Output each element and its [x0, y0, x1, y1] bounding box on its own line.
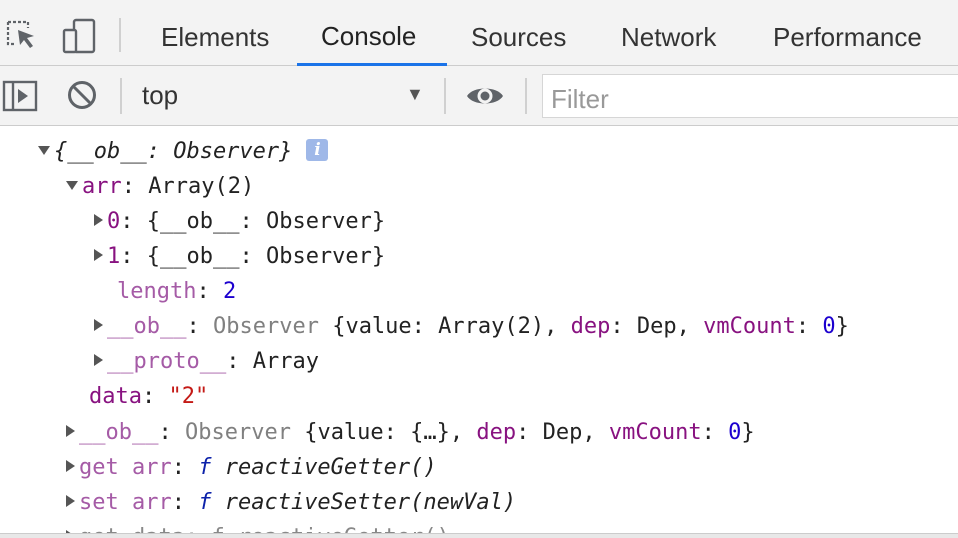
info-icon[interactable]: i [306, 139, 329, 161]
filter-input[interactable] [542, 74, 958, 118]
expand-triangle-icon[interactable] [66, 180, 78, 190]
tab-performance[interactable]: Performance [773, 22, 922, 52]
tab-network[interactable]: Network [621, 22, 717, 52]
show-sidebar-icon[interactable] [2, 78, 38, 114]
collapse-triangle-icon[interactable] [66, 460, 75, 472]
property-row: length: 2 [117, 279, 237, 304]
object-root-row[interactable]: {__ob__: Observer}i [38, 134, 329, 169]
devtools-tabbar: Elements Console Sources Network Perform… [0, 0, 958, 66]
tab-elements[interactable]: Elements [161, 22, 270, 52]
collapse-triangle-icon[interactable] [94, 249, 103, 261]
property-row[interactable]: arr: Array(2) [66, 169, 254, 204]
property-row[interactable]: set arr: f reactiveSetter(newVal) [66, 485, 516, 520]
toolbar-divider [444, 78, 446, 114]
property-row[interactable]: 1: {__ob__: Observer} [94, 239, 385, 274]
property-row-partial[interactable]: get data: f reactiveGetter() [66, 520, 450, 533]
device-toolbar-icon[interactable] [60, 16, 100, 56]
property-row[interactable]: __ob__: Observer {value: Array(2), dep: … [94, 309, 849, 344]
collapse-triangle-icon[interactable] [94, 214, 103, 226]
tab-console[interactable]: Console [297, 0, 447, 66]
property-row[interactable]: get arr: f reactiveGetter() [66, 450, 437, 485]
property-row: data: "2" [89, 384, 209, 409]
dropdown-arrow-icon[interactable]: ▼ [406, 84, 424, 104]
live-expression-eye-icon[interactable] [466, 82, 504, 110]
collapse-triangle-icon[interactable] [66, 425, 75, 437]
expand-triangle-icon[interactable] [38, 145, 50, 155]
property-row[interactable]: __ob__: Observer {value: {…}, dep: Dep, … [66, 415, 755, 450]
toolbar-divider [119, 18, 121, 52]
context-selector[interactable]: top [142, 80, 179, 110]
tab-sources[interactable]: Sources [471, 22, 567, 52]
collapse-triangle-icon[interactable] [94, 354, 103, 366]
toolbar-divider [525, 78, 527, 114]
console-toolbar: top ▼ [0, 66, 958, 126]
clear-console-icon[interactable] [66, 79, 98, 111]
inspect-element-icon[interactable] [2, 16, 42, 56]
collapse-triangle-icon[interactable] [66, 530, 75, 533]
collapse-triangle-icon[interactable] [94, 319, 103, 331]
property-row[interactable]: __proto__: Array [94, 344, 319, 379]
drawer-divider [0, 533, 958, 538]
property-row[interactable]: 0: {__ob__: Observer} [94, 204, 385, 239]
console-output: {__ob__: Observer}i arr: Array(2) 0: {__… [0, 127, 958, 533]
collapse-triangle-icon[interactable] [66, 495, 75, 507]
toolbar-divider [120, 78, 122, 114]
